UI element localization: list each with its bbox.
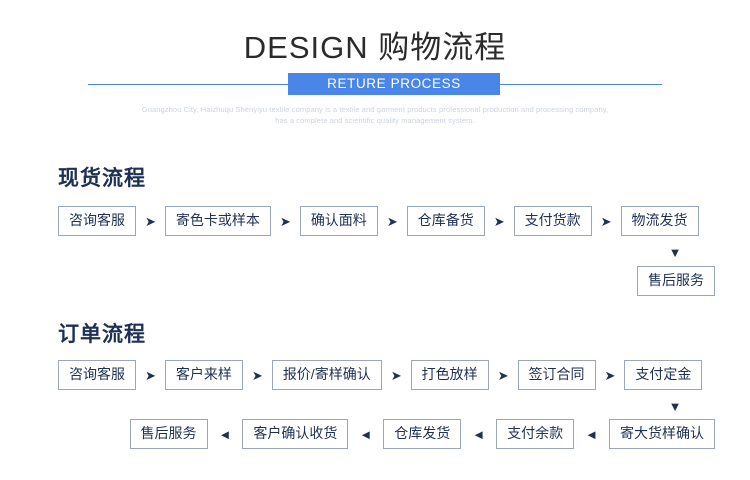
flow-row-order-primary: 咨询客服 ➤ 客户来样 ➤ 报价/寄样确认 ➤ 打色放样 ➤ 签订合同 ➤ 支付…	[58, 360, 703, 390]
flow-node: 支付定金	[624, 360, 703, 390]
flow-node: 仓库发货	[383, 419, 462, 449]
arrow-right-icon: ➤	[497, 367, 509, 383]
arrow-right-icon: ➤	[145, 213, 156, 229]
flow-node: 支付余款	[496, 419, 575, 449]
flow-node: 咨询客服	[58, 206, 136, 236]
flow-node: 客户来样	[164, 360, 243, 390]
arrow-right-icon: ➤	[145, 367, 156, 383]
arrow-right-icon: ➤	[251, 367, 263, 383]
arrow-left-icon: ◄	[218, 426, 232, 442]
flow-node: 售后服务	[129, 419, 208, 449]
flow-node: 物流发货	[620, 206, 699, 236]
flow-node: 寄色卡或样本	[164, 206, 271, 236]
arrow-right-icon: ➤	[604, 367, 616, 383]
arrow-left-icon: ◄	[585, 426, 598, 442]
flow-node: 寄大货样确认	[609, 419, 715, 449]
divider-line-right	[500, 84, 662, 85]
flow-row-stock-secondary: 售后服务	[0, 266, 715, 296]
section-title-stock: 现货流程	[58, 167, 146, 190]
flow-node: 签订合同	[517, 360, 596, 390]
divider-line-left	[88, 84, 288, 85]
banner-row: RETURE PROCESS	[0, 73, 750, 95]
flow-row-stock-primary: 咨询客服 ➤ 寄色卡或样本 ➤ 确认面料 ➤ 仓库备货 ➤ 支付货款 ➤ 物流发…	[58, 206, 699, 236]
flow-node: 支付货款	[513, 206, 592, 236]
section-title-order: 订单流程	[58, 323, 146, 346]
subtitle: Guangzhou City, Haizhuqu Shenyiyu textil…	[0, 104, 750, 126]
flow-node: 咨询客服	[58, 360, 136, 390]
header: DESIGN 购物流程 RETURE PROCESS Guangzhou Cit…	[0, 0, 750, 126]
flow-row-order-secondary: 售后服务 ◄ 客户确认收货 ◄ 仓库发货 ◄ 支付余款 ◄ 寄大货样确认	[0, 419, 715, 449]
arrow-right-icon: ➤	[279, 213, 291, 229]
arrow-right-icon: ➤	[493, 213, 505, 229]
flow-node: 仓库备货	[406, 206, 485, 236]
arrow-left-icon: ◄	[359, 426, 373, 442]
subtitle-line-1: Guangzhou City, Haizhuqu Shenyiyu textil…	[141, 105, 609, 114]
arrow-right-icon: ➤	[390, 367, 402, 383]
arrow-right-icon: ➤	[600, 213, 612, 229]
arrow-right-icon: ➤	[386, 213, 398, 229]
banner-label: RETURE PROCESS	[288, 73, 500, 95]
arrow-down-icon: ▼	[668, 245, 682, 260]
flow-node: 售后服务	[637, 266, 715, 296]
subtitle-line-2: has a complete and scientific quality ma…	[275, 116, 475, 125]
flow-node: 客户确认收货	[242, 419, 349, 449]
page-title: DESIGN 购物流程	[243, 30, 507, 65]
arrow-left-icon: ◄	[472, 426, 486, 442]
flow-node: 报价/寄样确认	[271, 360, 382, 390]
flow-node: 打色放样	[410, 360, 489, 390]
flow-node: 确认面料	[299, 206, 378, 236]
arrow-down-icon: ▼	[668, 399, 682, 414]
